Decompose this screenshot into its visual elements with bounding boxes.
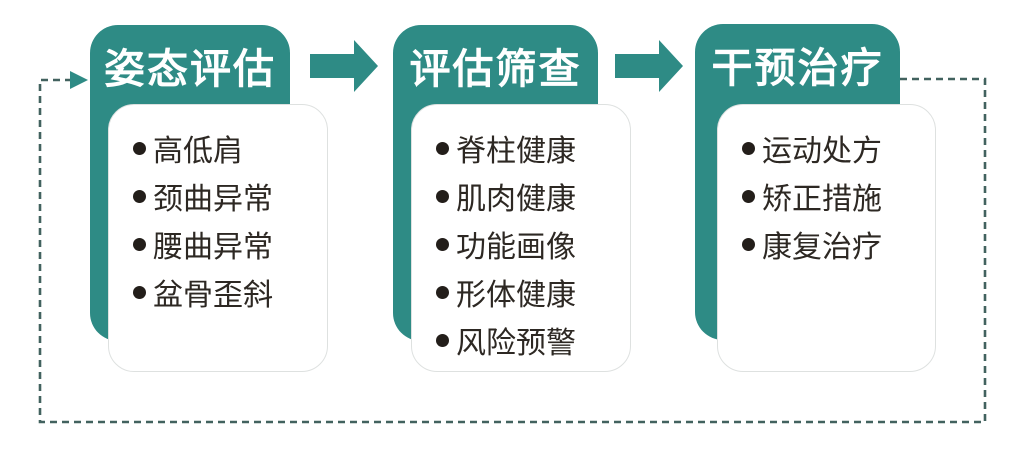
bullet-icon <box>742 237 755 251</box>
list-item: 颈曲异常 <box>133 172 321 220</box>
list-item-label: 盆骨歪斜 <box>153 279 273 312</box>
bullet-icon <box>436 333 449 347</box>
list-item: 康复治疗 <box>742 220 929 268</box>
list-item: 肌肉健康 <box>436 172 624 220</box>
list-item-label: 功能画像 <box>456 231 576 264</box>
step-2-title: 评估筛查 <box>409 46 582 92</box>
bullet-icon <box>436 237 449 251</box>
list-item: 高低肩 <box>133 124 321 172</box>
step-3-card: 运动处方 矫正措施 康复治疗 <box>717 104 936 372</box>
bullet-icon <box>133 237 146 251</box>
list-item: 脊柱健康 <box>436 124 624 172</box>
step-1-title: 姿态评估 <box>104 46 276 92</box>
flow-arrow-icon <box>615 40 683 92</box>
list-item-label: 颈曲异常 <box>153 183 273 216</box>
list-item-label: 形体健康 <box>456 279 576 312</box>
flow-arrow-icon <box>310 40 378 92</box>
bullet-icon <box>436 189 449 203</box>
list-item: 运动处方 <box>742 124 929 172</box>
feedback-loop-arrowhead-icon <box>70 71 88 89</box>
list-item-label: 脊柱健康 <box>456 135 576 168</box>
list-item-label: 肌肉健康 <box>456 183 576 216</box>
list-item-label: 康复治疗 <box>762 231 882 264</box>
bullet-icon <box>436 285 449 299</box>
step-2-card: 脊柱健康 肌肉健康 功能画像 形体健康 风险预警 <box>411 104 631 372</box>
bullet-icon <box>742 189 755 203</box>
list-item: 形体健康 <box>436 268 624 316</box>
list-item-label: 高低肩 <box>153 135 243 168</box>
list-item-label: 运动处方 <box>762 135 882 168</box>
bullet-icon <box>436 141 449 155</box>
list-item-label: 腰曲异常 <box>153 231 273 264</box>
list-item: 功能画像 <box>436 220 624 268</box>
bullet-icon <box>742 141 755 155</box>
list-item: 风险预警 <box>436 316 624 364</box>
bullet-icon <box>133 141 146 155</box>
list-item: 盆骨歪斜 <box>133 268 321 316</box>
bullet-icon <box>133 285 146 299</box>
step-1-card: 高低肩 颈曲异常 腰曲异常 盆骨歪斜 <box>108 104 328 372</box>
list-item-label: 矫正措施 <box>762 183 882 216</box>
bullet-icon <box>133 189 146 203</box>
list-item: 矫正措施 <box>742 172 929 220</box>
step-3-title: 干预治疗 <box>711 45 884 91</box>
list-item: 腰曲异常 <box>133 220 321 268</box>
list-item-label: 风险预警 <box>456 327 576 360</box>
